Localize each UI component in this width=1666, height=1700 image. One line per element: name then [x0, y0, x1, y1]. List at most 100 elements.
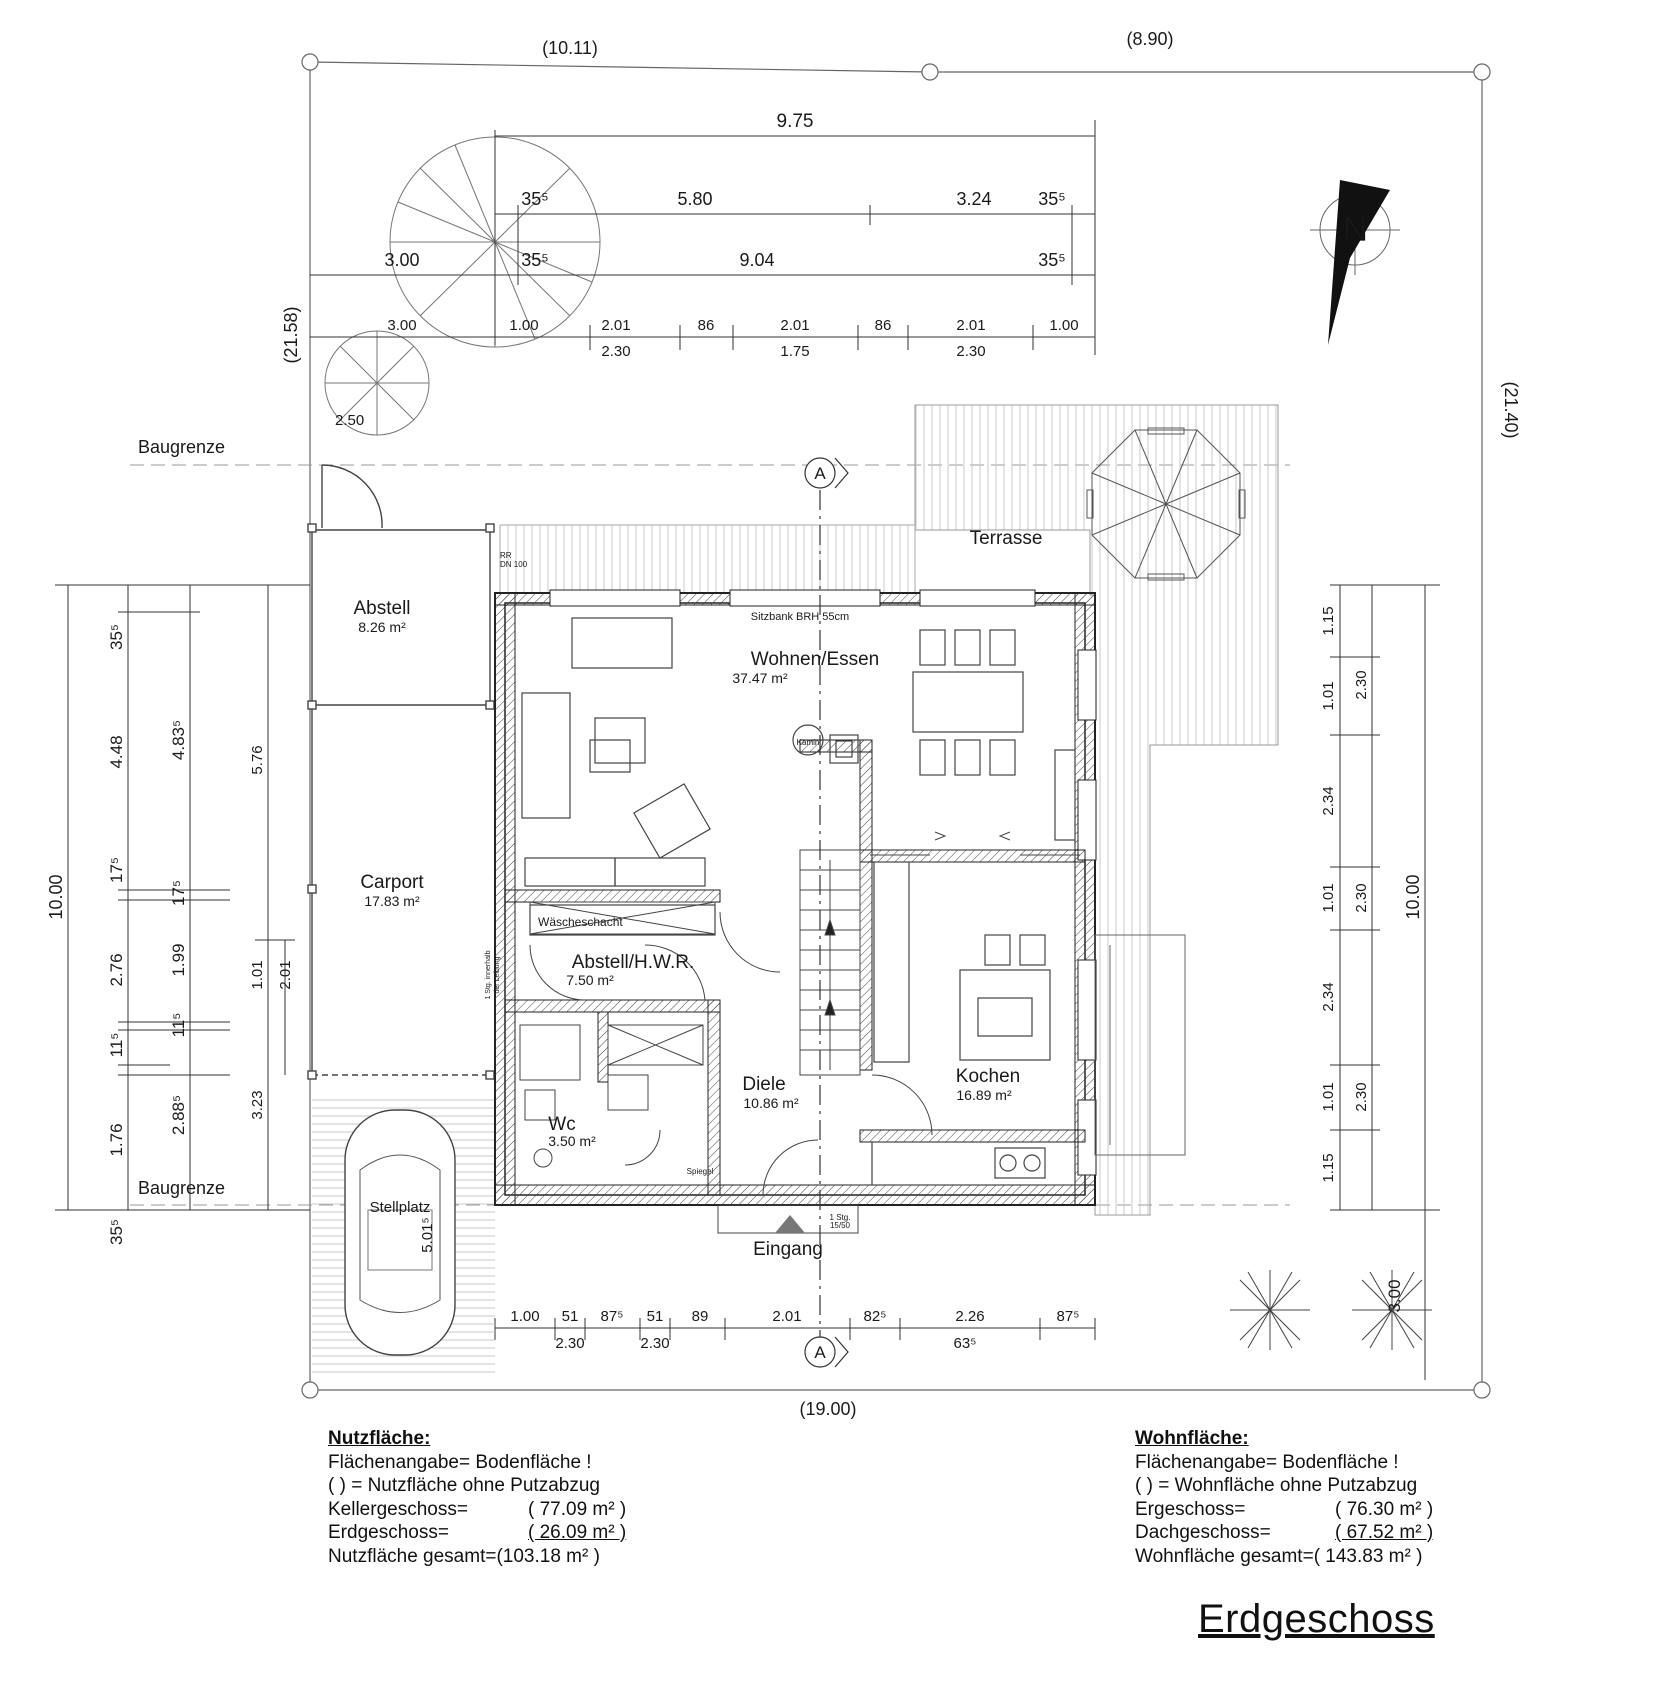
room-kochen-area: 16.89 m²: [956, 1087, 1012, 1103]
dim-lines-top: [310, 120, 1096, 355]
stellplatz-dim: 5.01⁵: [419, 1217, 436, 1252]
dim-bottom-r1-9: 87⁵: [1057, 1308, 1080, 1325]
dim-left-c3-4: 11⁵: [169, 1013, 188, 1038]
dim-bottom-r2-2: 2.30: [640, 1335, 669, 1352]
waescheschacht-label: Wäscheschacht: [538, 915, 623, 929]
dim-left-c2-3: 17⁵: [107, 857, 126, 883]
wohnflaeche-eg-row: Ergeschoss= ( 76.30 m² ): [1135, 1498, 1433, 1522]
baugrenze-top: Baugrenze: [138, 437, 225, 457]
side-projection: [1094, 934, 1186, 1156]
room-hwr-area: 7.50 m²: [566, 972, 614, 988]
nutzflaeche-eg-value: ( 26.09 m² ): [528, 1522, 627, 1543]
house-walls: [494, 589, 1097, 1206]
dim-bottom-r1-4: 51: [647, 1308, 664, 1325]
plot-depth-left: (21.58): [281, 306, 301, 363]
room-diele-area: 10.86 m²: [743, 1095, 799, 1111]
dim-left-c3-1: 4.83⁵: [169, 720, 188, 760]
dim-bottom-r1-8: 2.26: [955, 1308, 984, 1325]
furniture-kitchen: [871, 861, 1076, 1186]
room-kochen-name: Kochen: [956, 1066, 1020, 1087]
nutzflaeche-total-label: Nutzfläche gesamt=: [328, 1545, 497, 1567]
dim-left-c2-6: 1.76: [107, 1123, 126, 1156]
dim-top-r4-1: 3.00: [387, 317, 416, 334]
wohnflaeche-eg-label: Ergeschoss=: [1135, 1498, 1246, 1520]
rr-label: RR: [500, 551, 512, 560]
dim-bottom-r2-3: 63⁵: [954, 1335, 977, 1352]
dim-top-r4-8: 1.00: [1049, 317, 1078, 334]
baugrenze-bottom: Baugrenze: [138, 1178, 225, 1198]
stg-entry-2: 15/50: [830, 1221, 851, 1230]
spiegel-label: Spiegel: [687, 1167, 714, 1176]
dim-left-c4-1: 5.76: [249, 745, 266, 774]
sheet-title: Erdgeschoss: [1198, 1597, 1435, 1641]
dim-bottom-r1-3: 87⁵: [601, 1308, 624, 1325]
dim-right-c1-4: 1.01: [1320, 883, 1337, 912]
wohnflaeche-dg-row: Dachgeschoss=( 67.52 m² ): [1135, 1521, 1433, 1545]
nutzflaeche-line1: Flächenangabe= Bodenfläche !: [328, 1451, 592, 1473]
dim-right-c2-3: 2.30: [1353, 1082, 1370, 1111]
wohnflaeche-eg-value: ( 76.30 m² ): [1335, 1498, 1434, 1520]
dim-lines-bottom: [494, 1318, 1096, 1340]
dim-right-c1-5: 2.34: [1320, 982, 1337, 1011]
tree-bush-right: [1352, 1270, 1432, 1350]
room-wc-area: 3.50 m²: [548, 1133, 596, 1149]
nutzflaeche-keller-label: Kellergeschoss=: [328, 1498, 468, 1520]
dim-top-r3b: 35⁵: [521, 250, 548, 270]
dim-left-c2-2: 4.48: [107, 735, 126, 768]
dim-left-overall: 10.00: [46, 874, 66, 919]
nutzflaeche-keller-row: Kellergeschoss=( 77.09 m² ): [328, 1498, 626, 1522]
wohnflaeche-line2: ( ) = Wohnfläche ohne Putzabzug: [1135, 1475, 1418, 1496]
room-carport-name: Carport: [360, 872, 424, 893]
dn-label: DN 100: [500, 560, 528, 569]
wohnflaeche-total-row: Wohnfläche gesamt=( 143.83 m² ): [1135, 1545, 1433, 1569]
dim-left-c5-1: 2.01: [277, 960, 294, 989]
dim-right-c1-6: 1.01: [1320, 1082, 1337, 1111]
dim-left-c3-2: 17⁵: [169, 880, 188, 906]
nutzflaeche-legend: Nutzfläche: Flächenangabe= Bodenfläche !…: [328, 1427, 626, 1568]
wohnflaeche-legend: Wohnfläche: Flächenangabe= Bodenfläche !…: [1135, 1427, 1433, 1568]
dim-bottom-r1-7: 82⁵: [864, 1308, 887, 1325]
dim-lines-left: [55, 584, 310, 1211]
wohnflaeche-dg-label: Dachgeschoss=: [1135, 1522, 1271, 1543]
carport-structure: [307, 464, 495, 1080]
room-wohnen-area: 37.47 m²: [732, 670, 788, 686]
dim-left-c3-5: 2.88⁵: [169, 1095, 188, 1135]
dim-top-r3d: 35⁵: [1038, 250, 1065, 270]
terrace-area: [499, 404, 1279, 1216]
dim-right-c1-1: 1.15: [1320, 606, 1337, 635]
nutzflaeche-eg-label: Erdgeschoss=: [328, 1522, 449, 1543]
dim-top-r5-3: 2.30: [956, 343, 985, 360]
dim-bottom-r2-1: 2.30: [555, 1335, 584, 1352]
dim-top-r4-3: 2.01: [601, 317, 630, 334]
plot-depth-right: (21.40): [1501, 381, 1521, 438]
nutzflaeche-total-row: Nutzfläche gesamt=(103.18 m² ): [328, 1545, 626, 1569]
dim-top-r4-6: 86: [875, 317, 892, 334]
dim-right-c1-2: 1.01: [1320, 681, 1337, 710]
dim-top-r2c: 3.24: [956, 189, 991, 209]
stg-entry-1: 1 Stg.: [830, 1213, 851, 1222]
dim-top-r5-2: 1.75: [780, 343, 809, 360]
tree-dim-label: 3.00: [1385, 1279, 1404, 1312]
dim-top-r4-2: 1.00: [509, 317, 538, 334]
room-wohnen-name: Wohnen/Essen: [751, 649, 880, 670]
dim-lines-right: [1330, 584, 1440, 1380]
entrance-label: Eingang: [753, 1239, 823, 1260]
stg-leibung-1: 1 Stg. innerhalb: [485, 950, 492, 999]
dim-bottom-r1-6: 2.01: [772, 1308, 801, 1325]
tree-small: [324, 330, 430, 436]
north-arrow: [1310, 180, 1400, 345]
dim-top-r3a: 3.00: [384, 250, 419, 270]
plot-width-bottom: (19.00): [799, 1399, 856, 1419]
dim-top-overall: 9.75: [777, 111, 814, 132]
section-line: [804, 457, 849, 1368]
dim-right-c2-2: 2.30: [1353, 883, 1370, 912]
room-diele-name: Diele: [742, 1074, 785, 1095]
entrance: [717, 1204, 859, 1234]
parasol-table: [1086, 427, 1246, 581]
dim-right-overall: 10.00: [1403, 874, 1423, 919]
dim-left-c2-7: 35⁵: [107, 1219, 126, 1245]
wohnflaeche-line1: Flächenangabe= Bodenfläche !: [1135, 1451, 1399, 1473]
dim-bottom-r1-1: 1.00: [510, 1308, 539, 1325]
dim-left-c4-2: 1.01: [249, 960, 266, 989]
